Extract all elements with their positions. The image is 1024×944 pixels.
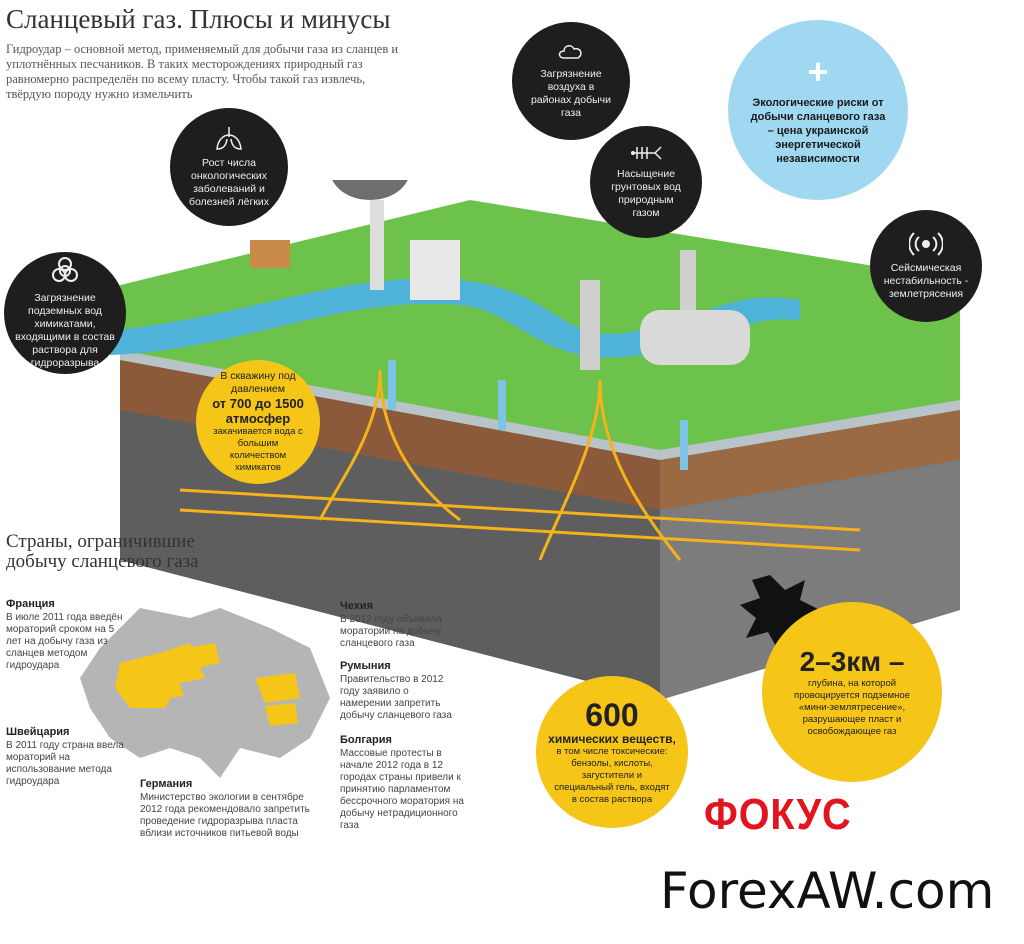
plus-icon: + (807, 51, 829, 92)
country-romania-name: Румыния (340, 660, 391, 672)
europe-map (80, 608, 330, 778)
bubble-depth: 2–3км – глубина, на которой провоцируетс… (762, 602, 942, 782)
depth-text: глубина, на которой провоцируется подзем… (794, 678, 910, 737)
bubble-seismic: Сейсмическая нестабильность - землетрясе… (870, 210, 982, 322)
water-arrows (388, 360, 688, 470)
bulgaria-region (265, 703, 298, 726)
house (250, 240, 290, 268)
country-bulgaria-name: Болгария (340, 734, 392, 746)
pressure-line1: В скважину под давлением (220, 370, 296, 395)
bubble-air: Загрязнение воздуха в районах добычи газ… (512, 22, 630, 140)
bubble-groundwater-text: Загрязнение подземных вод химикатами, вх… (15, 292, 115, 369)
chemicals-text: в том числе токсические: бензолы, кислот… (554, 746, 670, 805)
bubble-seismic-text: Сейсмическая нестабильность - землетрясе… (883, 261, 969, 300)
biohazard-icon (52, 257, 78, 282)
switzerland-region (165, 684, 184, 698)
country-czech-name: Чехия (340, 600, 373, 612)
country-czech-text: В 2012 году объявила мораторий на добычу… (340, 614, 442, 649)
bubble-chemicals: 600 химических веществ, в том числе токс… (536, 676, 688, 828)
czech-region (185, 643, 220, 668)
pressure-line3: закачивается вода с большим количеством … (213, 426, 303, 473)
cloud-icon (558, 45, 582, 59)
country-czech: Чехия В 2012 году объявила мораторий на … (340, 600, 460, 650)
bubble-air-text: Загрязнение воздуха в районах добычи газ… (530, 68, 612, 119)
chimney (370, 200, 384, 290)
fish-skeleton-icon (631, 146, 662, 160)
drill-rig (580, 280, 600, 370)
country-switzerland: Швейцария В 2011 году страна ввела морат… (6, 726, 126, 788)
river (110, 278, 800, 358)
soil-layer-side (660, 400, 960, 510)
bubble-groundwater: Загрязнение подземных вод химикатами, вх… (4, 252, 126, 374)
country-romania-text: Правительство в 2012 году заявило о наме… (340, 674, 452, 721)
frack-pipes (179, 369, 861, 561)
country-germany-text: Министерство экологии в сентябре 2012 го… (140, 792, 310, 839)
country-romania: Румыния Правительство в 2012 году заявил… (340, 660, 460, 722)
gas-storage (640, 310, 750, 365)
country-france-text: В июле 2011 года введён мораторий сроком… (6, 612, 123, 671)
chemicals-number: 600 (585, 697, 639, 733)
country-germany: Германия Министерство экологии в сентябр… (140, 778, 320, 840)
country-switzerland-text: В 2011 году страна ввела мораторий на ис… (6, 740, 124, 787)
country-bulgaria-text: Массовые протесты в начале 2012 года в 1… (340, 748, 464, 831)
page-title: Сланцевый газ. Плюсы и минусы (6, 4, 391, 34)
smoke (332, 180, 408, 200)
bubble-lungs: Рост числа онкологических заболеваний и … (170, 108, 288, 226)
intro-text: Гидроудар – основной метод, применяемый … (6, 42, 399, 101)
depth-value: 2–3км – (799, 646, 905, 677)
france-region (115, 653, 180, 708)
country-switzerland-name: Швейцария (6, 726, 70, 738)
bubble-pressure: В скважину под давлением от 700 до 1500 … (196, 360, 320, 484)
plant-building (410, 240, 460, 300)
country-france-name: Франция (6, 598, 55, 610)
country-germany-name: Германия (140, 778, 193, 790)
chemicals-headline: химических веществ, (548, 732, 676, 746)
countries-title: Страны, ограничившие добычу сланцевого г… (6, 531, 199, 572)
signal-icon (909, 231, 943, 256)
bubble-lungs-text: Рост числа онкологических заболеваний и … (188, 157, 270, 208)
country-bulgaria: Болгария Массовые протесты в начале 2012… (340, 734, 464, 832)
bubble-water: Насыщение грунтовых вод природным газом (590, 126, 702, 238)
bubble-plus-text: Экологические риски от добычи сланцевого… (750, 97, 886, 165)
watermark-text: ForexAW.com (660, 862, 995, 920)
country-france: Франция В июле 2011 года введён моратори… (6, 598, 126, 672)
pressure-line2: от 700 до 1500 атмосфер (212, 396, 304, 426)
shale-layer-side (660, 460, 960, 700)
lungs-icon (216, 127, 242, 150)
bubble-water-text: Насыщение грунтовых вод природным газом (611, 168, 681, 219)
fokus-logo: ФОКУС (704, 790, 852, 839)
romania-region (255, 673, 300, 703)
europe-shape (80, 608, 330, 778)
bubble-plus: + Экологические риски от добычи сланцево… (728, 20, 908, 200)
